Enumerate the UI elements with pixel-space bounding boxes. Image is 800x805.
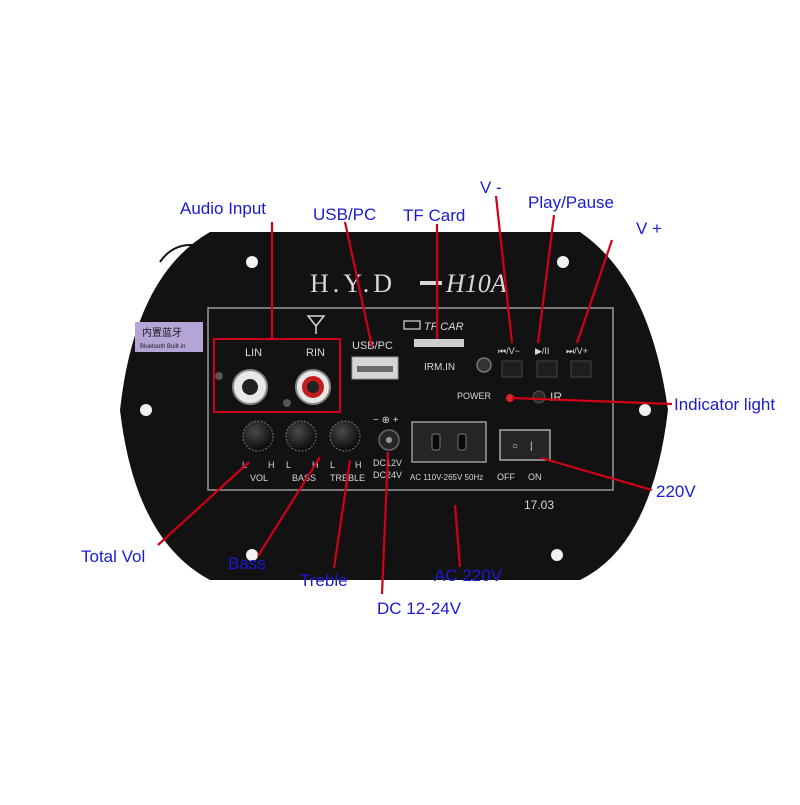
leader-dc [380, 451, 390, 595]
mounting-hole [639, 404, 651, 416]
rin-label: RIN [306, 347, 325, 359]
tf-card-icon [403, 320, 421, 330]
bass-knob[interactable] [285, 420, 317, 452]
indicator-led [506, 394, 514, 402]
screw [283, 399, 291, 407]
model-dash [420, 281, 442, 285]
leader-bass [257, 456, 321, 557]
leader-usb [343, 221, 374, 348]
usb-port-tongue [357, 366, 393, 372]
mounting-hole [246, 256, 258, 268]
screw [215, 372, 223, 380]
leader-220v [540, 456, 653, 492]
version-label: 17.03 [524, 498, 554, 512]
ac-socket-pin [457, 433, 467, 451]
bass-knob-low: L [286, 460, 291, 470]
switch-off-mark: ○ [512, 441, 518, 452]
leader-v-plus [575, 239, 614, 344]
play-button-label: ▶/II [535, 346, 549, 356]
mounting-hole [551, 549, 563, 561]
vol-knob-high: H [268, 460, 275, 470]
callout-v-minus: V - [480, 178, 502, 197]
bluetooth-sticker [135, 322, 203, 352]
treble-knob-high: H [355, 460, 362, 470]
power-label: POWER [457, 391, 492, 401]
bass-label: BASS [292, 473, 316, 483]
dc-jack-pin [386, 437, 392, 443]
off-label: OFF [497, 472, 515, 482]
callout-usb-pc: USB/PC [313, 205, 377, 224]
callout-treble: Treble [300, 571, 348, 590]
callout-v-plus: V + [636, 219, 662, 238]
leader-total-vol [157, 461, 250, 546]
prev-button-label: ⏮/V− [498, 346, 520, 356]
model-suffix: H10A [445, 269, 507, 298]
callout-bass: Bass [228, 554, 266, 573]
model-name: H.Y.D [310, 269, 396, 298]
tf-label: TF CAR [424, 321, 464, 333]
vol-label: VOL [250, 473, 268, 483]
rca-jack-right-inner [307, 381, 319, 393]
leader-indicator [511, 396, 673, 406]
callout-ac-220v: AC 220V [434, 566, 503, 585]
lin-label: LIN [245, 347, 262, 359]
leader-play-pause [536, 214, 556, 344]
prev-button[interactable] [501, 360, 523, 378]
callout-dc-12-24v: DC 12-24V [377, 599, 462, 618]
mounting-hole [246, 549, 258, 561]
ac-socket[interactable] [411, 421, 487, 463]
next-button-label: ⏭/V+ [566, 346, 588, 356]
tf-card-slot[interactable] [414, 339, 464, 347]
callout-play-pause: Play/Pause [528, 193, 614, 212]
callout-indicator-light: Indicator light [674, 395, 776, 414]
irm-label: IRM.IN [424, 362, 455, 373]
callout-tf-card: TF Card [403, 206, 466, 225]
power-switch[interactable] [499, 429, 551, 461]
leader-lines [157, 195, 673, 595]
callout-220v: 220V [656, 482, 696, 501]
callout-total-vol: Total Vol [81, 547, 146, 566]
dc-polarity: − ⊕ + [373, 415, 399, 426]
play-pause-button[interactable] [536, 360, 558, 378]
ac-label: AC 110V-265V 50Hz [410, 473, 483, 482]
on-label: ON [528, 472, 542, 482]
next-button[interactable] [570, 360, 592, 378]
irm-jack[interactable] [476, 357, 492, 373]
ir-receiver [532, 390, 546, 404]
vol-knob[interactable] [242, 420, 274, 452]
audio-input-highlight [213, 338, 341, 413]
bluetooth-sticker-subtext: Bluetooth Built-in [140, 344, 185, 350]
leader-v-minus [494, 195, 514, 344]
switch-on-mark: | [530, 441, 533, 452]
mounting-hole [557, 256, 569, 268]
ac-socket-pin [431, 433, 441, 451]
ir-label: IR [550, 390, 562, 404]
metal-plate [120, 232, 668, 580]
bluetooth-sticker-text: 内置蓝牙 [142, 326, 182, 339]
antenna-icon [306, 315, 326, 334]
rca-jack-left-inner [242, 379, 258, 395]
leader-ac [453, 504, 462, 568]
panel-outline [207, 307, 614, 491]
treble-knob[interactable] [329, 420, 361, 452]
treble-knob-low: L [330, 460, 335, 470]
mounting-hole [140, 404, 152, 416]
callout-audio-input: Audio Input [180, 199, 267, 218]
leader-treble [332, 459, 352, 569]
